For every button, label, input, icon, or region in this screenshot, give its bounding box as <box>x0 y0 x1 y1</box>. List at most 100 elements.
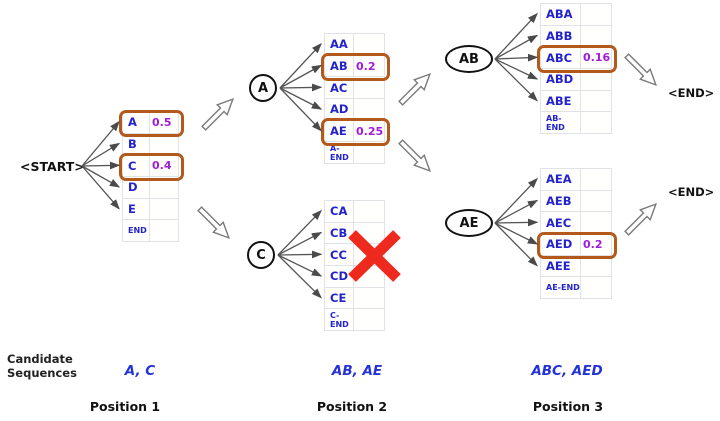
table-row: CB <box>325 222 385 245</box>
token-cell: ABC <box>541 47 581 70</box>
branch-arrow <box>279 64 323 89</box>
position-2-label: Position 2 <box>316 399 388 414</box>
token-cell: E <box>123 198 150 221</box>
branch-arrow <box>279 87 323 110</box>
branch-arrow <box>494 12 538 60</box>
value-cell <box>354 201 385 223</box>
branch-arrow <box>81 120 120 167</box>
value-cell <box>150 133 179 156</box>
value-cell: 0.16 <box>581 47 612 70</box>
branch-arrow <box>81 142 121 167</box>
branch-arrow <box>494 53 539 62</box>
branch-arrow <box>279 87 322 132</box>
table-row: AEE <box>541 255 612 278</box>
table-row: D <box>123 177 179 199</box>
table-row: AEB <box>541 190 612 213</box>
value-cell <box>581 190 612 213</box>
start-token-label: <START> <box>20 159 85 174</box>
value-cell <box>354 309 385 332</box>
branch-arrow <box>494 177 538 224</box>
token-cell: B <box>123 133 150 156</box>
candidate-sequences-line2: Sequences <box>7 365 77 380</box>
token-cell: CE <box>325 287 354 310</box>
token-cell: AED <box>541 234 581 256</box>
beam-node-ab: AB <box>445 45 493 73</box>
table-row: END <box>123 220 179 243</box>
table-row: E <box>123 198 179 221</box>
token-cell: A <box>123 112 150 134</box>
token-cell: AEC <box>541 212 581 235</box>
token-cell: ABA <box>541 4 581 26</box>
table-row: ABA <box>541 4 612 26</box>
token-cell: ABB <box>541 25 581 48</box>
candidates-position-1: A, C <box>124 363 156 379</box>
token-cell: ABE <box>541 90 581 113</box>
flow-arrow-icon <box>398 72 432 106</box>
token-cell: AC <box>325 77 354 100</box>
branch-arrow <box>277 254 323 277</box>
token-cell: AA <box>325 34 354 56</box>
candidate-sequences-line1: Candidate <box>7 352 73 366</box>
value-cell <box>581 212 612 235</box>
token-cell: AEB <box>541 190 581 213</box>
branch-arrow <box>279 83 323 92</box>
table-row: CC <box>325 244 385 267</box>
branch-arrow <box>494 222 539 245</box>
value-cell: 0.5 <box>150 112 179 134</box>
branch-arrow <box>494 218 539 227</box>
token-cell: AB-END <box>541 112 581 135</box>
token-cell: AB <box>325 55 354 78</box>
table-row: CA <box>325 201 385 223</box>
branch-arrow <box>494 222 538 267</box>
branch-arrow <box>494 58 538 102</box>
token-cell: CB <box>325 222 354 245</box>
beam-node-c: C <box>247 241 275 269</box>
token-cell: C-END <box>325 309 354 332</box>
branch-arrow <box>277 209 322 256</box>
token-cell: AEE <box>541 255 581 278</box>
branch-arrow <box>494 199 539 224</box>
token-cell: AD <box>325 99 354 121</box>
token-cell: CA <box>325 201 354 223</box>
token-cell: C <box>123 155 150 178</box>
table-row: AB-END <box>541 112 612 135</box>
value-cell <box>581 4 612 26</box>
branch-arrow <box>277 254 322 299</box>
branch-arrow <box>494 34 539 60</box>
token-cell: END <box>123 220 150 243</box>
table-row: AEC <box>541 212 612 235</box>
value-cell <box>354 287 385 310</box>
end-token-label-bottom: <END> <box>668 185 715 199</box>
value-cell <box>581 25 612 48</box>
candidate-sequences-label: Candidate Sequences <box>7 352 77 380</box>
value-cell <box>354 99 385 121</box>
value-cell <box>150 220 179 243</box>
value-cell <box>150 198 179 221</box>
table-row: B <box>123 133 179 156</box>
table-row: A-END <box>325 142 385 165</box>
table-row: CE <box>325 287 385 310</box>
token-cell: CC <box>325 244 354 267</box>
value-cell <box>354 34 385 56</box>
value-cell: 0.25 <box>354 120 385 143</box>
token-cell: ABD <box>541 69 581 91</box>
flow-arrow-icon <box>624 202 658 236</box>
table-row: AD <box>325 99 385 121</box>
value-cell <box>581 90 612 113</box>
end-token-label-top: <END> <box>668 86 715 100</box>
token-cell: A-END <box>325 142 354 165</box>
value-cell <box>354 244 385 267</box>
value-cell <box>354 222 385 245</box>
table-row: AC <box>325 77 385 100</box>
value-cell: 0.2 <box>581 234 612 256</box>
flow-arrow-icon <box>398 139 432 173</box>
